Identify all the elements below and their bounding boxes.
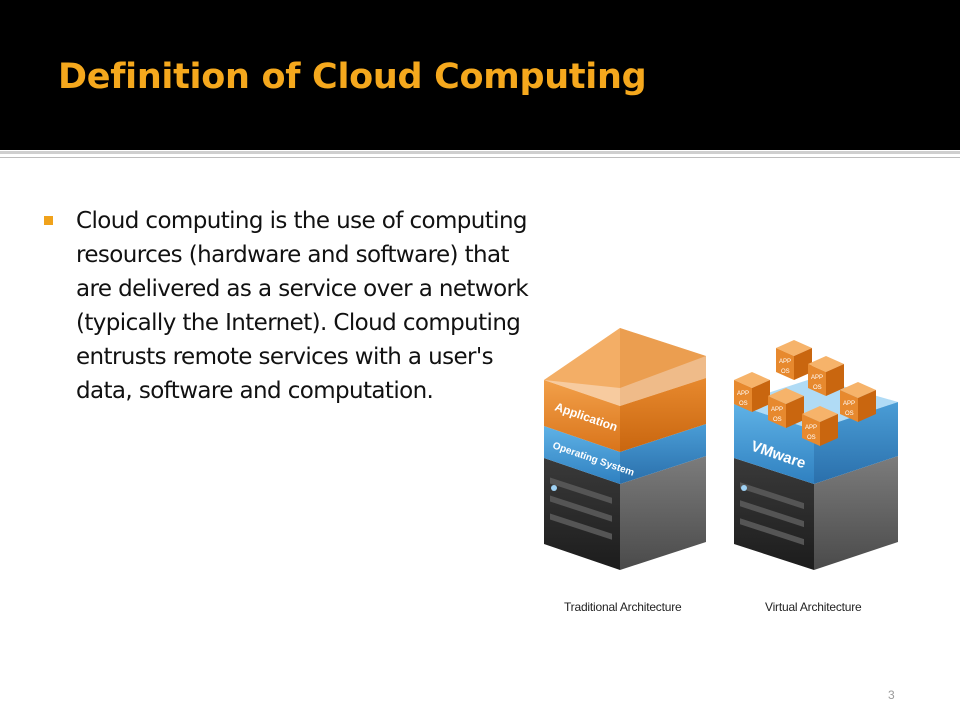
vm-cube-5: APP OS bbox=[802, 406, 838, 446]
vm-app-label: APP bbox=[843, 401, 855, 407]
vm-os-label: OS bbox=[773, 417, 782, 423]
operating-system-layer: Operating System bbox=[544, 424, 706, 484]
title-bar: Definition of Cloud Computing bbox=[0, 0, 960, 150]
page-number: 3 bbox=[888, 688, 895, 702]
vm-app-label: APP bbox=[779, 359, 791, 365]
traditional-stack: Operating System Application bbox=[544, 328, 706, 570]
architecture-figure: Operating System Application bbox=[536, 318, 906, 620]
slide-title: Definition of Cloud Computing bbox=[58, 57, 647, 97]
architecture-illustration: Operating System Application bbox=[544, 328, 898, 570]
server-icon bbox=[544, 456, 706, 570]
vm-cube-4: APP OS bbox=[768, 388, 804, 428]
vm-os-label: OS bbox=[845, 411, 854, 417]
vm-cube-3: APP OS bbox=[734, 372, 770, 412]
content-area: Cloud computing is the use of computing … bbox=[44, 204, 544, 408]
virtual-stack: VMware APP OS APP OS APP bbox=[734, 340, 898, 570]
vm-cube-2: APP OS bbox=[808, 356, 844, 396]
vm-os-label: OS bbox=[739, 401, 748, 407]
caption-traditional: Traditional Architecture bbox=[564, 600, 682, 614]
vm-app-label: APP bbox=[811, 375, 823, 381]
bullet-icon bbox=[44, 216, 53, 225]
caption-virtual: Virtual Architecture bbox=[765, 600, 862, 614]
title-divider-thin bbox=[0, 157, 960, 158]
vm-os-label: OS bbox=[807, 435, 816, 441]
title-divider bbox=[0, 151, 960, 154]
vm-os-label: OS bbox=[781, 369, 790, 375]
vm-cube-6: APP OS bbox=[840, 382, 876, 422]
bullet-item: Cloud computing is the use of computing … bbox=[44, 204, 544, 408]
vm-cube-1: APP OS bbox=[776, 340, 812, 380]
vm-os-label: OS bbox=[813, 385, 822, 391]
vm-app-label: APP bbox=[737, 391, 749, 397]
vm-app-label: APP bbox=[805, 425, 817, 431]
vm-app-label: APP bbox=[771, 407, 783, 413]
application-cube: Application bbox=[544, 328, 706, 452]
bullet-text: Cloud computing is the use of computing … bbox=[76, 208, 529, 404]
server-icon bbox=[734, 456, 898, 570]
